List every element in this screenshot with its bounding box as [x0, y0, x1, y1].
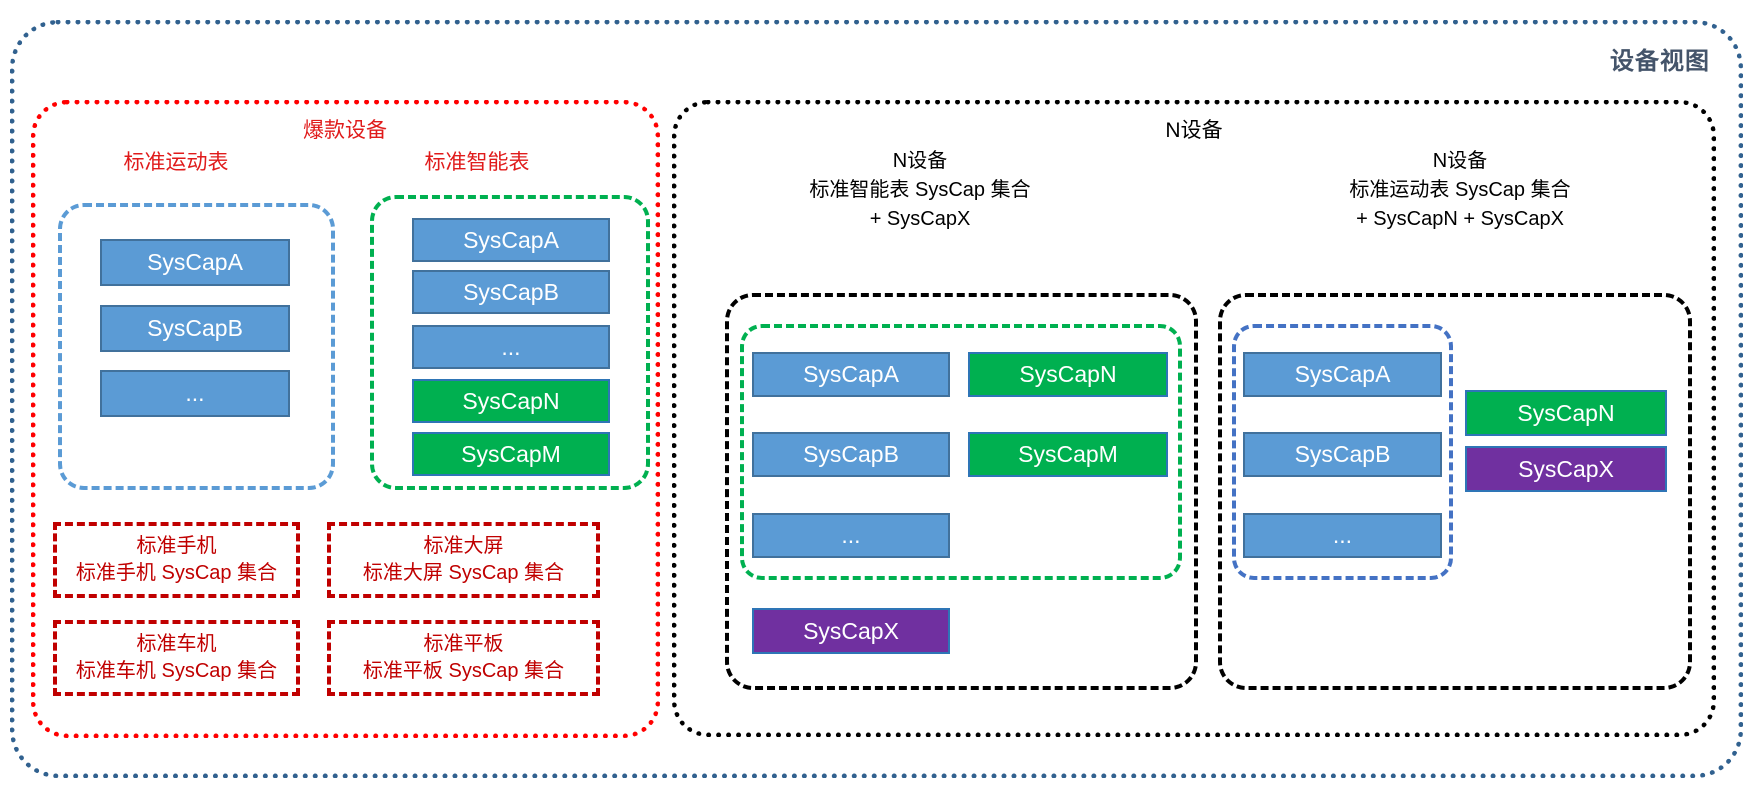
syscap-box-ellipsis: ... — [412, 325, 610, 369]
n-device-smart-variant-box: SysCapA SysCapB ... SysCapN SysCapM SysC… — [725, 293, 1198, 690]
device-name: 标准车机 — [136, 633, 217, 655]
syscap-box: SysCapA — [412, 218, 610, 262]
syscap-box-ellipsis: ... — [1243, 513, 1442, 558]
n-device-sport-variant-box: SysCapA SysCapB ... SysCapN SysCapX — [1218, 293, 1692, 690]
standard-largescreen-box: 标准大屏 标准大屏 SysCap 集合 — [327, 522, 600, 598]
syscap-box: SysCapA — [100, 239, 290, 286]
standard-tablet-box: 标准平板 标准平板 SysCap 集合 — [327, 620, 600, 696]
syscap-box: SysCapB — [412, 270, 610, 314]
hot-device-group: 爆款设备 标准运动表 标准智能表 SysCapA SysCapB ... Sys… — [31, 100, 660, 738]
syscap-box: SysCapM — [968, 432, 1168, 477]
standard-phone-box: 标准手机 标准手机 SysCap 集合 — [53, 522, 300, 598]
smart-watch-syscap-subset: SysCapA SysCapB ... SysCapN SysCapM — [740, 324, 1182, 580]
syscap-box: SysCapB — [1243, 432, 1442, 477]
n-device-sport-variant-subtitle: N设备 标准运动表 SysCap 集合 + SysCapN + SysCapX — [1349, 150, 1571, 230]
syscap-box: SysCapN — [412, 379, 610, 423]
sport-watch-syscap-subset: SysCapA SysCapB ... — [1232, 324, 1453, 580]
syscap-box-ellipsis: ... — [100, 370, 290, 417]
device-view-title: 设备视图 — [1610, 48, 1710, 75]
syscap-box: SysCapA — [1243, 352, 1442, 397]
device-name: 标准平板 — [423, 633, 504, 655]
device-view-container: 设备视图 爆款设备 标准运动表 标准智能表 SysCapA SysCapB ..… — [10, 20, 1743, 778]
device-syscap-set: 标准车机 SysCap 集合 — [75, 660, 278, 682]
syscap-box: SysCapN — [1465, 390, 1667, 436]
syscap-box: SysCapM — [412, 432, 610, 476]
syscap-box-ellipsis: ... — [752, 513, 950, 558]
syscap-box: SysCapB — [100, 305, 290, 352]
sport-watch-syscap-set: SysCapA SysCapB ... — [58, 203, 335, 490]
sport-watch-label: 标准运动表 — [123, 151, 229, 174]
device-syscap-set: 标准手机 SysCap 集合 — [75, 562, 278, 584]
device-syscap-set: 标准平板 SysCap 集合 — [362, 660, 565, 682]
device-syscap-set: 标准大屏 SysCap 集合 — [362, 562, 565, 584]
n-device-group: N设备 N设备 标准智能表 SysCap 集合 + SysCapX N设备 标准… — [672, 100, 1716, 737]
n-device-smart-variant-subtitle: N设备 标准智能表 SysCap 集合 + SysCapX — [809, 150, 1031, 230]
syscap-box: SysCapB — [752, 432, 950, 477]
syscap-box: SysCapN — [968, 352, 1168, 397]
smart-watch-label: 标准智能表 — [424, 151, 530, 174]
smart-watch-syscap-set: SysCapA SysCapB ... SysCapN SysCapM — [370, 195, 650, 490]
device-name: 标准大屏 — [423, 535, 504, 557]
syscap-box: SysCapX — [752, 608, 950, 654]
device-name: 标准手机 — [136, 535, 217, 557]
syscap-box: SysCapX — [1465, 446, 1667, 492]
n-device-title: N设备 — [1165, 119, 1223, 142]
hot-device-title: 爆款设备 — [303, 119, 387, 142]
standard-car-box: 标准车机 标准车机 SysCap 集合 — [53, 620, 300, 696]
syscap-box: SysCapA — [752, 352, 950, 397]
